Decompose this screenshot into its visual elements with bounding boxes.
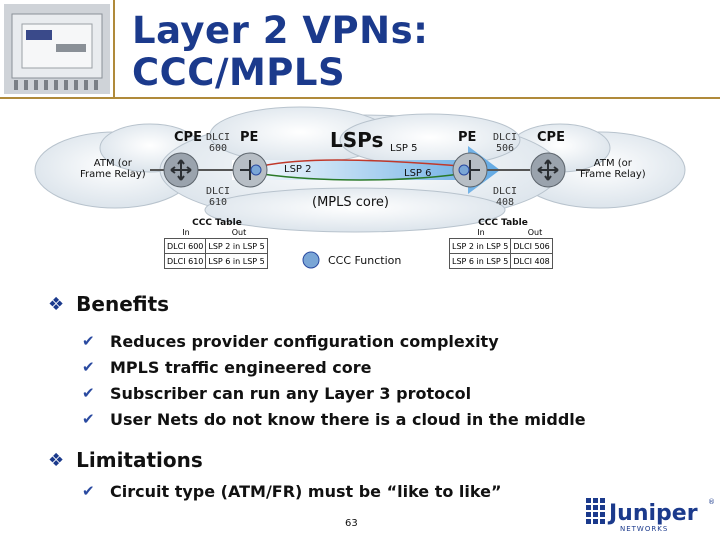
table-cell: LSP 6 in LSP 5 — [448, 253, 512, 269]
svg-text:®: ® — [708, 498, 715, 506]
left-cpe-router — [163, 152, 199, 188]
list-item: ✔ MPLS traffic engineered core — [82, 354, 586, 380]
table-row: DLCI 600 LSP 2 in LSP 5 — [163, 238, 268, 254]
atm-right-label: ATM (or Frame Relay) — [580, 158, 646, 180]
benefits-label: Benefits — [76, 292, 170, 316]
cpe-left-label: CPE — [174, 130, 202, 145]
list-item-text: Reduces provider configuration complexit… — [110, 331, 499, 351]
table-cell: DLCI 600 — [163, 238, 207, 254]
lsp-2-label: LSP 2 — [284, 164, 312, 175]
diamond-bullet-icon: ❖ — [48, 293, 65, 315]
svg-text:NETWORKS: NETWORKS — [620, 525, 668, 533]
table-row: LSP 6 in LSP 5 DLCI 408 — [448, 253, 553, 269]
list-item: ✔ Subscriber can run any Layer 3 protoco… — [82, 380, 586, 406]
dlci-408-label: DLCI 408 — [493, 186, 518, 208]
juniper-logo: Juniper NETWORKS ® — [586, 498, 715, 533]
benefits-list: ✔ Reduces provider configuration complex… — [82, 328, 586, 432]
list-item-text: Subscriber can run any Layer 3 protocol — [110, 383, 472, 403]
dlci-506-label: DLCI 506 — [493, 132, 518, 154]
cpe-right-label: CPE — [537, 130, 565, 145]
ccc-table-left-grid: DLCI 600 LSP 2 in LSP 5 DLCI 610 LSP 6 i… — [163, 238, 268, 269]
table-row: LSP 2 in LSP 5 DLCI 506 — [448, 238, 553, 254]
pe-left-label: PE — [240, 130, 259, 145]
title-line-1: Layer 2 VPNs: — [132, 9, 429, 52]
table-cell: LSP 2 in LSP 5 — [205, 238, 268, 254]
lsp-5-label: LSP 5 — [390, 143, 418, 154]
ccc-table-right-grid: LSP 2 in LSP 5 DLCI 506 LSP 6 in LSP 5 D… — [448, 238, 553, 269]
limitations-list: ✔ Circuit type (ATM/FR) must be “like to… — [82, 478, 501, 504]
limitations-label: Limitations — [76, 448, 203, 472]
list-item: ✔ Circuit type (ATM/FR) must be “like to… — [82, 478, 501, 504]
atm-left-label: ATM (or Frame Relay) — [80, 158, 146, 180]
list-item: ✔ Reduces provider configuration complex… — [82, 328, 586, 354]
list-item: ✔ User Nets do not know there is a cloud… — [82, 406, 586, 432]
benefits-heading: ❖ Benefits — [48, 292, 169, 316]
ccc-table-left-col-in: In — [182, 228, 190, 237]
ccc-table-right: CCC Table In Out LSP 2 in LSP 5 DLCI 506… — [448, 218, 557, 269]
list-item-text: User Nets do not know there is a cloud i… — [110, 409, 586, 429]
diamond-bullet-icon: ❖ — [48, 449, 65, 471]
page-number: 63 — [345, 518, 358, 529]
table-cell: LSP 2 in LSP 5 — [448, 238, 512, 254]
table-row: DLCI 610 LSP 6 in LSP 5 — [163, 253, 268, 269]
table-cell: DLCI 408 — [510, 253, 553, 269]
check-bullet-icon: ✔ — [82, 384, 95, 402]
ccc-table-right-title: CCC Table — [478, 218, 528, 228]
check-bullet-icon: ✔ — [82, 482, 95, 500]
pe-right-label: PE — [458, 130, 477, 145]
network-diagram — [34, 106, 686, 269]
ccc-function-label: CCC Function — [328, 254, 402, 267]
right-cpe-router — [530, 152, 566, 188]
lsp-arrow — [232, 146, 500, 194]
check-bullet-icon: ✔ — [82, 410, 95, 428]
header-vertical-rule — [113, 0, 115, 99]
ccc-table-left: CCC Table In Out DLCI 600 LSP 2 in LSP 5… — [163, 218, 270, 269]
dlci-600-label: DLCI 600 — [206, 132, 231, 154]
check-bullet-icon: ✔ — [82, 332, 95, 350]
limitations-heading: ❖ Limitations — [48, 448, 203, 472]
title-line-2: CCC/MPLS — [132, 51, 346, 94]
lsp-6-line — [261, 173, 461, 181]
lsp-2-line — [261, 159, 461, 167]
right-pe-router — [452, 152, 488, 188]
lsp-6-label: LSP 6 — [404, 168, 432, 179]
ccc-table-right-col-out: Out — [527, 228, 543, 237]
ccc-table-left-col-out: Out — [231, 228, 247, 237]
check-bullet-icon: ✔ — [82, 358, 95, 376]
ccc-table-left-title: CCC Table — [192, 218, 242, 228]
list-item-text: Circuit type (ATM/FR) must be “like to l… — [110, 481, 502, 501]
table-cell: DLCI 506 — [510, 238, 553, 254]
slide-title: Layer 2 VPNs: CCC/MPLS — [132, 10, 428, 94]
ccc-function-icon — [302, 251, 320, 269]
table-cell: LSP 6 in LSP 5 — [205, 253, 268, 269]
left-pe-router — [232, 152, 268, 188]
ccc-table-right-col-in: In — [477, 228, 485, 237]
svg-text:Juniper: Juniper — [607, 501, 698, 526]
chip-image — [4, 4, 110, 94]
header-horizontal-rule — [0, 97, 720, 99]
lsps-label: LSPs — [330, 128, 384, 152]
dlci-610-label: DLCI 610 — [206, 186, 231, 208]
table-cell: DLCI 610 — [163, 253, 207, 269]
list-item-text: MPLS traffic engineered core — [110, 357, 372, 377]
mpls-core-label: (MPLS core) — [312, 195, 389, 210]
